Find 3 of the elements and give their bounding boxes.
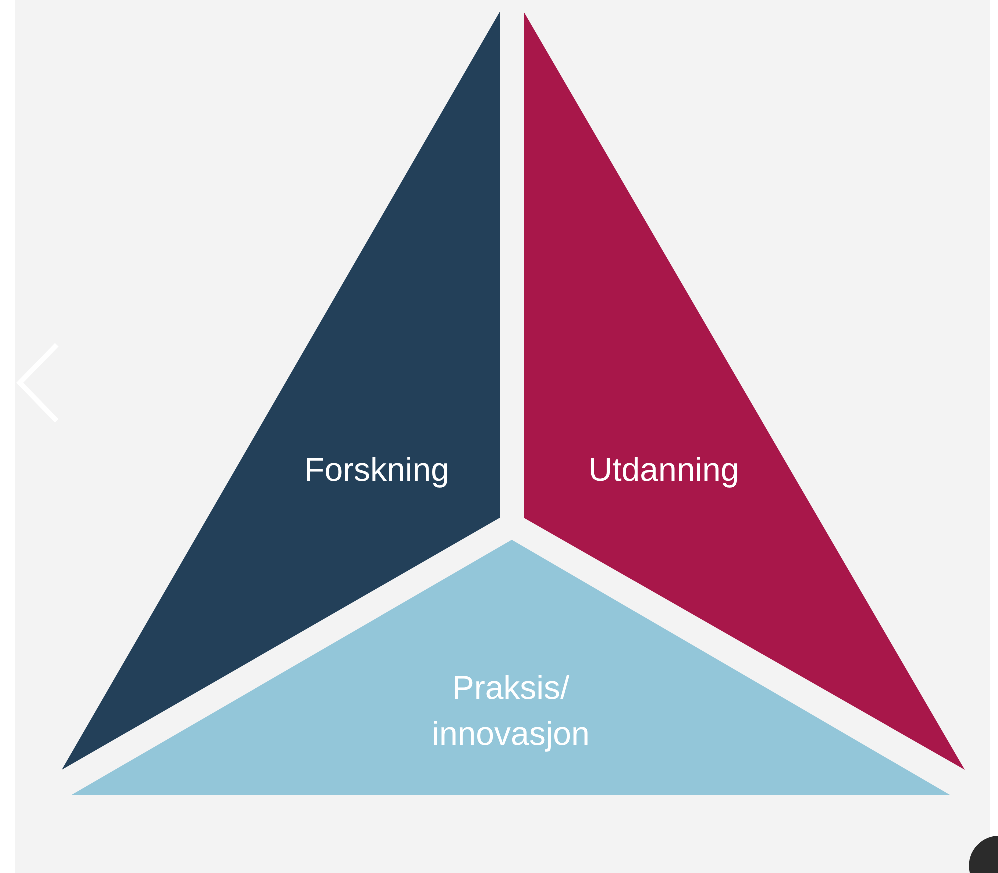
segment-label: Praksis/ innovasjon [431, 668, 591, 754]
segment-label: Utdanning [588, 450, 740, 490]
segment-label: Forskning [304, 450, 450, 490]
